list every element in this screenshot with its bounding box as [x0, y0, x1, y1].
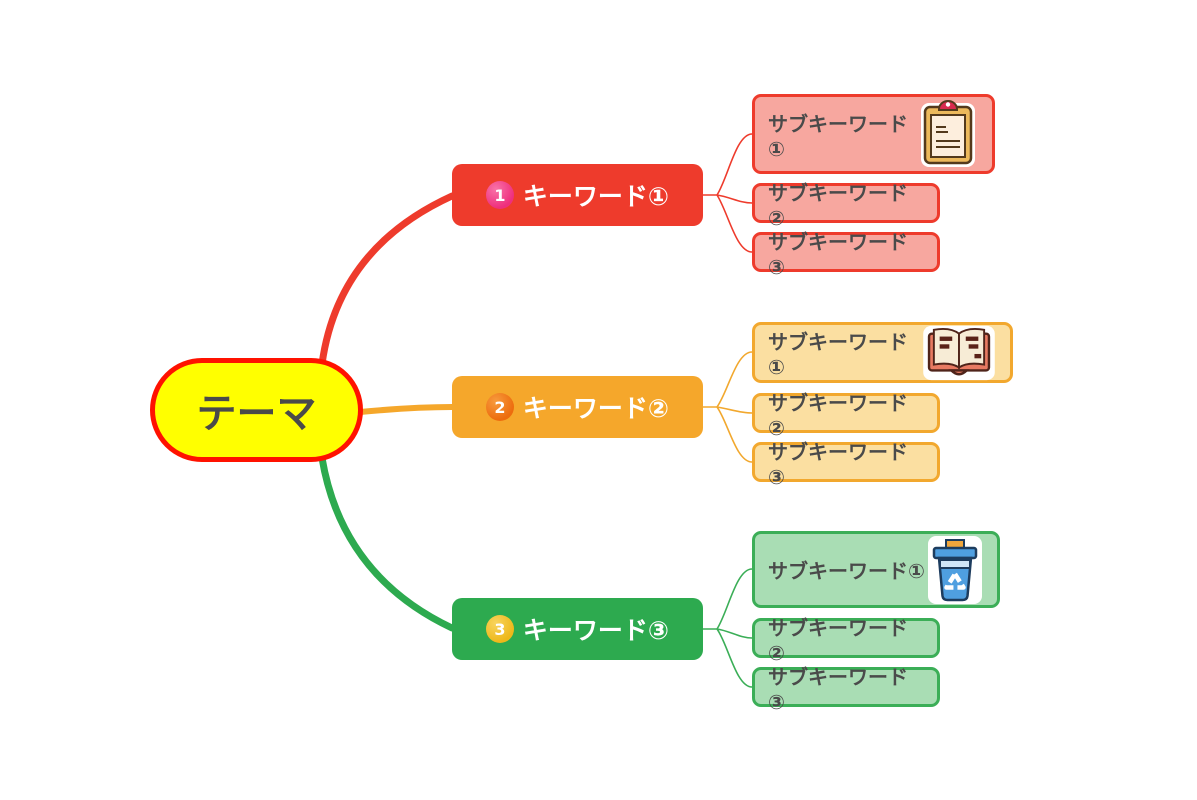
- subkeyword-3-2-label: サブキーワード②: [768, 615, 908, 665]
- subkeyword-1-3-label: サブキーワード③: [768, 229, 908, 279]
- subkeyword-2-2-label: サブキーワード②: [768, 390, 908, 440]
- central-topic-label: テーマ: [196, 391, 317, 437]
- branch-1-number-badge: 1: [485, 181, 514, 209]
- keyword-node-2[interactable]: 2 キーワード②: [452, 376, 703, 438]
- subkeyword-node-2-3[interactable]: サブキーワード③: [752, 440, 940, 489]
- subkeyword-node-3-3[interactable]: サブキーワード③: [752, 665, 940, 714]
- branch-2-curve: [357, 404, 455, 415]
- branch-2-sub-connectors: [703, 351, 753, 463]
- open-book-icon: [921, 324, 997, 382]
- keyword-1-label: キーワード①: [522, 182, 670, 211]
- subkeyword-node-1-3[interactable]: サブキーワード③: [752, 230, 940, 279]
- keyword-node-3[interactable]: 3 キーワード③: [452, 598, 703, 660]
- subkeyword-node-1-2[interactable]: サブキーワード②: [752, 181, 940, 230]
- subkeyword-node-3-1[interactable]: サブキーワード①: [752, 531, 1000, 608]
- subkeyword-1-2-label: サブキーワード②: [768, 180, 908, 230]
- subkeyword-2-1-label: サブキーワード①: [768, 330, 908, 379]
- keyword-node-1[interactable]: 1 キーワード①: [452, 164, 703, 226]
- branch-3-curve: [318, 454, 456, 632]
- subkeyword-node-3-2[interactable]: サブキーワード②: [752, 616, 940, 665]
- keyword-3-label: キーワード③: [522, 616, 670, 645]
- central-topic-node[interactable]: テーマ: [150, 358, 363, 462]
- recycle-bin-icon: [926, 534, 984, 606]
- branch-3-number-badge: 3: [485, 615, 514, 643]
- branch-2-number-badge: 2: [485, 393, 514, 421]
- subkeyword-2-3-label: サブキーワード③: [768, 439, 908, 489]
- subkeyword-3-1-label: サブキーワード①: [768, 559, 925, 583]
- subkeyword-node-2-1[interactable]: サブキーワード①: [752, 322, 1013, 383]
- subkeyword-node-2-2[interactable]: サブキーワード②: [752, 391, 940, 440]
- branch-1-sub-connectors: [703, 133, 753, 253]
- subkeyword-1-1-label: サブキーワード①: [768, 111, 908, 161]
- keyword-2-label: キーワード②: [522, 394, 670, 423]
- subkeyword-3-3-label: サブキーワード③: [768, 664, 908, 714]
- clipboard-icon: [917, 97, 979, 171]
- subkeyword-node-1-1[interactable]: サブキーワード①: [752, 94, 995, 174]
- branch-3-sub-connectors: [703, 568, 753, 688]
- branch-1-curve: [318, 192, 456, 368]
